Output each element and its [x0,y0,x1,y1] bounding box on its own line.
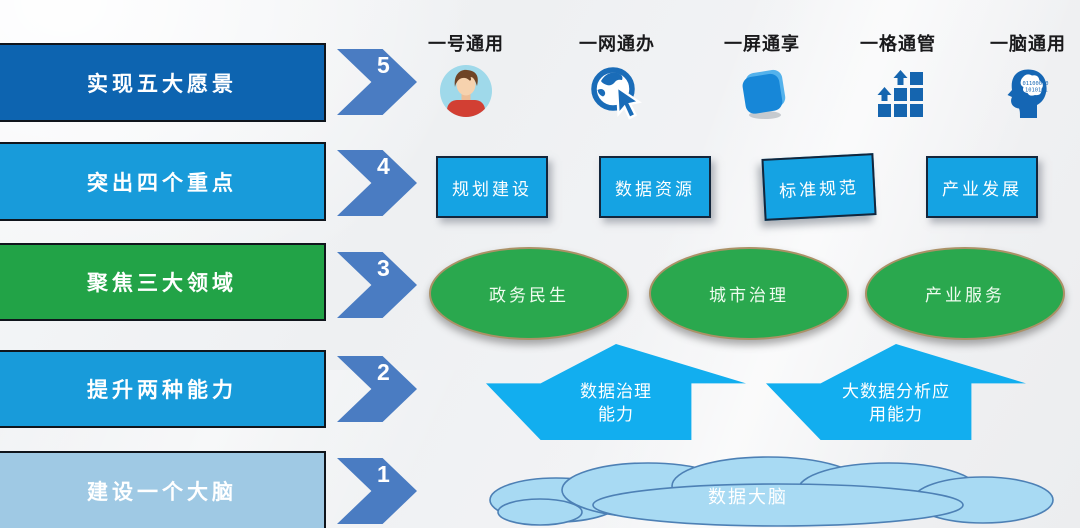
focus-box-label: 数据资源 [615,179,695,199]
step-number: 2 [377,359,390,385]
capability-arrow-label: 大数据分析应 用能力 [766,381,1026,425]
cloud-label: 数据大脑 [708,487,788,507]
grid-growth-icon [838,64,958,120]
vision-label: 一脑通用 [990,34,1066,54]
stage-box-five-visions: 实现五大愿景 [0,43,326,122]
capability-arrow-line1: 数据治理 [580,382,652,402]
vision-item: 一屏通享 [702,30,822,120]
focus-box-label: 规划建设 [452,179,532,199]
vision-label: 一号通用 [428,34,504,54]
stage-box-label: 建设一个大脑 [87,481,237,504]
brain-binary-icon: 01100010 1010101 [968,64,1080,120]
domain-ellipse-city: 城市治理 [649,247,849,340]
stage-box-label: 突出四个重点 [87,171,237,195]
capability-arrow-line1: 大数据分析应 [842,382,950,402]
stage-box-three-domains: 聚焦三大领域 [0,243,326,321]
step-chevron-2: 2 [337,356,417,422]
capability-arrow-bigdata-analysis: 大数据分析应 用能力 [766,344,1026,440]
stage-box-label: 提升两种能力 [87,379,237,402]
domain-ellipse-government: 政务民生 [429,247,629,340]
domain-ellipse-label: 政务民生 [489,286,569,305]
cloud-shape-icon [489,456,1054,527]
globe-cursor-icon [557,64,677,120]
capability-arrow-data-governance: 数据治理 能力 [486,344,746,440]
vision-item: 一网通办 [557,30,677,120]
stage-box-one-brain: 建设一个大脑 [0,451,326,528]
capability-arrow-line2: 能力 [598,404,634,424]
focus-box-standards: 标准规范 [761,153,877,221]
vision-label: 一网通办 [579,34,655,54]
vision-item: 一格通管 [838,30,958,120]
step-chevron-3: 3 [337,252,417,318]
step-number: 5 [377,52,390,78]
step-chevron-1: 1 [337,458,417,524]
vision-label: 一屏通享 [724,34,800,54]
focus-box-planning: 规划建设 [436,156,548,218]
step-number: 4 [377,153,390,179]
brain-binary-line: 01100010 [1023,81,1049,87]
vision-item: 一脑通用 01100010 1010101 [968,30,1080,120]
vision-item: 一号通用 [406,30,526,120]
domain-ellipse-industry: 产业服务 [865,247,1065,340]
vision-label: 一格通管 [860,34,936,54]
focus-box-label: 产业发展 [942,179,1022,199]
step-chevron-4: 4 [337,150,417,216]
screen-tile-icon [702,64,822,120]
stage-box-two-capabilities: 提升两种能力 [0,350,326,428]
stage-box-label: 聚焦三大领域 [87,272,237,295]
capability-arrow-label: 数据治理 能力 [486,381,746,425]
data-brain-cloud: 数据大脑 [478,450,1058,528]
focus-box-industry: 产业发展 [926,156,1038,218]
step-chevron-5: 5 [337,49,417,115]
focus-box-label: 标准规范 [778,177,860,201]
brain-binary-line: 1010101 [1025,88,1048,94]
person-avatar-icon [406,64,526,120]
stage-box-label: 实现五大愿景 [87,72,237,96]
step-number: 3 [377,255,390,281]
capability-arrow-line2: 用能力 [869,404,923,424]
domain-ellipse-label: 城市治理 [709,286,789,305]
stage-box-four-priorities: 突出四个重点 [0,142,326,221]
focus-box-data-resources: 数据资源 [599,156,711,218]
step-number: 1 [377,461,390,487]
domain-ellipse-label: 产业服务 [925,286,1005,305]
